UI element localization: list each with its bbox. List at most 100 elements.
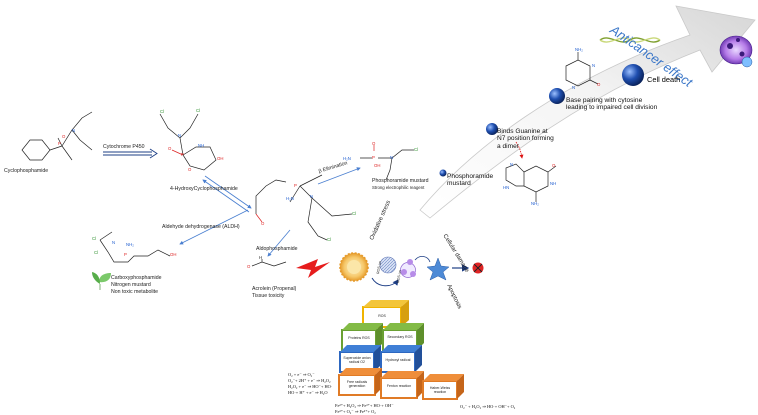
sphere-step-1 [439,169,447,177]
atom-p-1: P [58,141,61,146]
cyclophosphamide-structure [21,111,93,161]
apoptotic-cell-icon [472,262,484,274]
ros-cycle-arrow [371,277,399,287]
atom-cl-2: Cl [196,108,201,113]
ros-block-blue-right [380,345,422,373]
hydroxy-structure [159,113,217,171]
block-hydroxyl-text: Hydroxyl radical [385,358,411,362]
atom-p-5: P [124,252,127,257]
atom-cl-3: Cl [352,211,357,216]
damage-arrow [414,256,431,263]
atom-nh-2: NH [550,181,557,186]
atom-o-3: O [188,167,192,172]
anticancer-arrow [419,5,756,219]
block-ros-text: ROS [378,314,386,318]
phosphoramide-structure [360,145,414,181]
atom-p-2: P [181,152,184,157]
ros-ball-5 [410,271,416,277]
acrolein-arrow [267,229,291,257]
tissue-label: Tissue toxicity [252,293,285,299]
atom-o-8: O [552,163,556,168]
atom-oh-1: OH [217,156,224,161]
carboxy-structure [99,231,171,263]
atom-n-2: N [178,133,182,138]
acrolein-label: Acrolein (Propenal) [252,286,297,292]
phosphoramide-title: Phosphoramide mustard [372,178,429,184]
atom-nh2-3: NH₂ [531,201,539,206]
atom-n-8: N [510,162,514,167]
ros-ball-1 [379,256,397,274]
atom-n-5: N [112,240,116,245]
ros-ball-3 [407,259,413,265]
atom-h-1: H [259,255,263,260]
cytochrome-arrow [103,148,158,159]
atom-cl-4: Cl [327,237,332,242]
dna-arrow [515,141,524,159]
damaged-cell-icon [426,257,450,281]
atom-nh-1: NH [198,143,205,148]
atom-n-6: N [592,63,596,68]
lightning-icon [296,259,330,278]
atom-o-7: O [597,82,601,87]
aldophosphamide-structure [255,174,353,241]
block-proteins-text: Proteins ROS [348,336,370,340]
guanine-structure [505,163,557,202]
ros-block-orange-left [338,368,382,396]
block-free-radical-text: Free radicals generation [346,380,368,388]
aldh-label: Aldehyde dehydrogenase (ALDH) [162,224,240,230]
atom-o-4: O [261,221,265,226]
equilibrium-arrow [202,175,252,213]
equation-1: O₂ + e⁻ ⇒ O₂⁻ [288,372,315,377]
block-secondary-text: Secondary ROS [387,335,413,339]
carboxy-label: Carboxyphosphamide [111,275,162,281]
oxidative-burst [339,252,369,282]
hydroxy-label: 4-HydroxyCyclophosphamide [170,186,238,192]
atom-h2n-2: H₂N [343,156,351,161]
atom-n-4: N [390,155,394,160]
block-haber-text: Haber-Weiss reaction [429,386,451,394]
ros-ball-4 [401,269,407,275]
ros-block-orange-right [422,374,464,400]
cyclophosphamide-label: Cyclophosphamide [4,168,49,174]
equation-3: H₂O₂ + e⁻ ⇒ HO⁻+ HO· [288,384,333,389]
atom-oh-3: OH [170,252,177,257]
haber-equation: O₂⁻ + H₂O₂ ⇒ HO·+ OH⁻+ O₂ [460,404,516,409]
ros-block-top [362,300,409,328]
atom-p-4: P [372,155,375,160]
atom-cl-6: Cl [92,236,97,241]
leaf-icon [92,272,111,290]
atom-o-6: O [247,264,251,269]
atom-cl-5: Cl [414,147,419,152]
block-fenton-text: Fenton reaction [386,384,412,388]
equation-4: HO·+ H⁺ + e⁻ ⇒ H₂O [288,390,328,395]
dna-strand-icon [599,37,661,43]
atom-n-1: N [72,128,76,133]
cancer-cell-icon [719,35,753,68]
cytosine-structure [565,52,599,87]
non-toxic-label: Non toxic metabolite [111,289,158,295]
equation-2: O₂⁻+ 2H⁺ + e⁻ ⇒ H₂O₂ [288,378,331,383]
atom-h2n-1: H₂N [286,196,294,201]
atom-o-5: O [372,141,376,146]
aldh-arrow [179,209,249,245]
atom-cl-1: Cl [160,109,165,114]
atom-p-3: P [294,183,297,188]
atom-n-7: N [572,85,576,90]
ros-block-blue-left [339,345,381,373]
atom-hn-1: HN [503,185,510,190]
sphere-step-2 [486,123,498,135]
cytochrome-label: Cytochrome P450 [103,144,145,150]
atom-oh-2: OH [374,163,381,168]
nitrogen-mustard-label: Nitrogen mustard [111,282,151,288]
binds-guanine-label: Binds Guanine at N7 position forming a d… [497,128,554,150]
fenton-equation-2: Fe³⁺+ O₂⁻ ⇒ Fe²⁺+ O₂ [335,409,376,414]
beta-elimination-arrow [317,167,361,185]
cell-death-label: Cell death [647,75,681,84]
atom-n-3: N [310,194,314,199]
arrow-pm-label: Phosphoramide mustard [447,173,494,188]
aldophosphamide-label: Aldophosphamide [256,246,298,252]
sphere-step-4 [622,64,644,86]
atom-o-1: O [62,134,66,139]
base-pairing-label: Base pairing with cytosine leading to im… [566,97,658,112]
